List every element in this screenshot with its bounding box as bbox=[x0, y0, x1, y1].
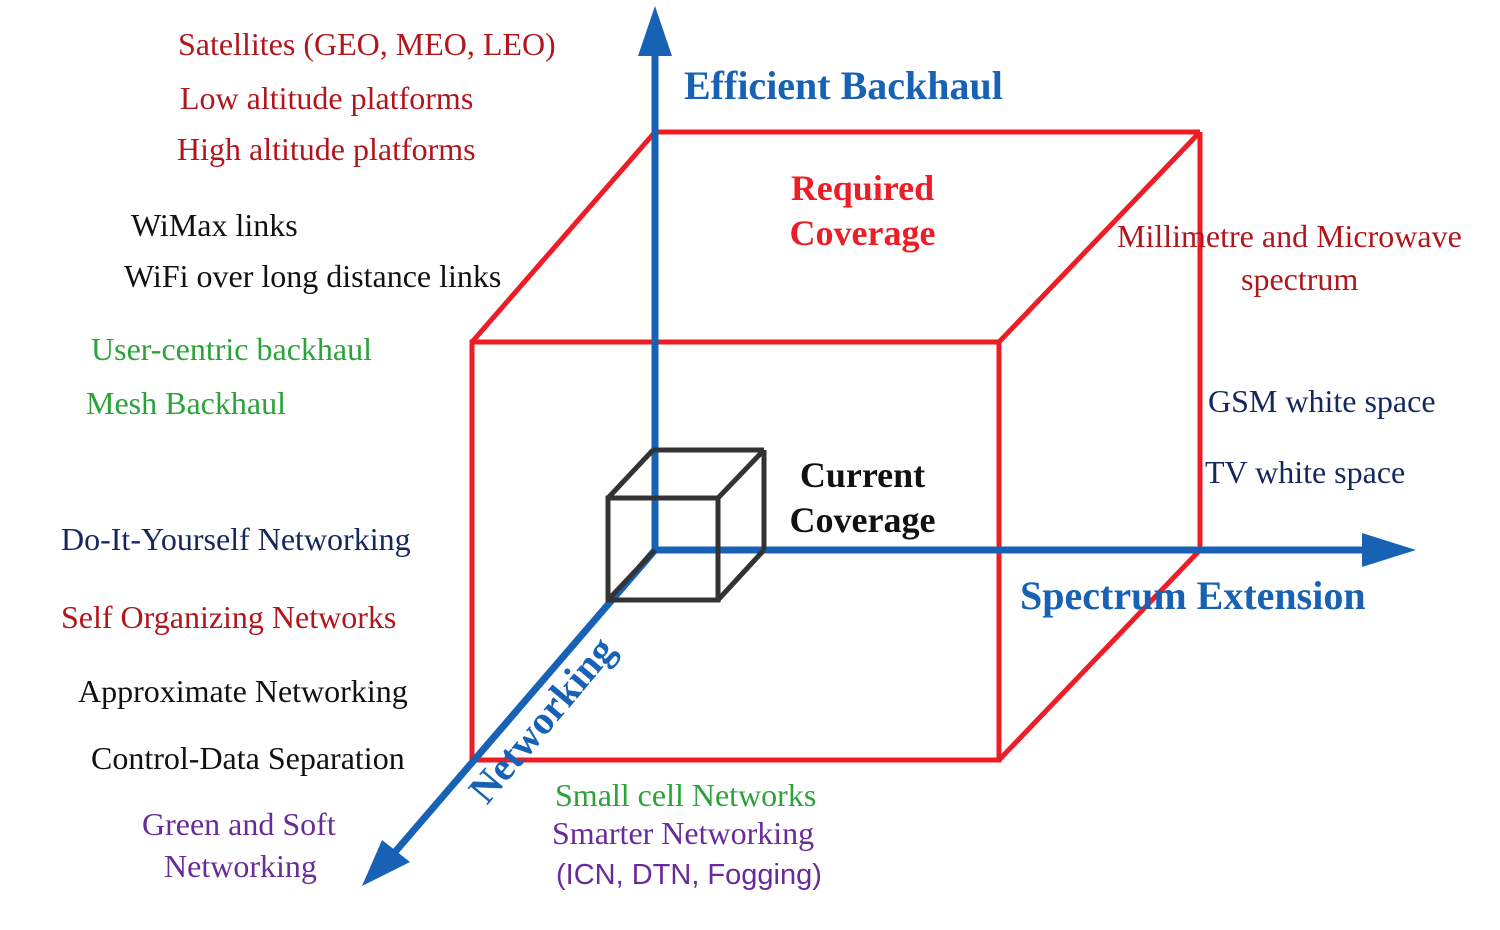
spectrum-extension-axis-label: Spectrum Extension bbox=[1020, 573, 1366, 618]
efficient-backhaul-axis-label: Efficient Backhaul bbox=[684, 63, 1003, 108]
required-coverage-line-2: Coverage bbox=[789, 213, 936, 253]
horizontal-axis-arrowhead bbox=[1362, 533, 1416, 567]
current-cube-edge-top-left bbox=[606, 448, 655, 500]
current-coverage-line-2: Coverage bbox=[789, 500, 936, 540]
backhaul-item-mesh: Mesh Backhaul bbox=[86, 385, 286, 421]
networking-item-small-cell: Small cell Networks bbox=[555, 777, 817, 813]
required-coverage-line-1: Required bbox=[790, 168, 935, 208]
backhaul-item-user-centric: User-centric backhaul bbox=[91, 331, 372, 367]
diagonal-axis-arrowhead bbox=[362, 840, 410, 886]
spectrum-item-gsm-white-space: GSM white space bbox=[1208, 383, 1436, 419]
required-cube-edge-top-left bbox=[470, 130, 657, 344]
current-cube-edge-bottom-right bbox=[716, 548, 766, 602]
current-cube-front-face bbox=[605, 495, 721, 603]
vertical-axis-arrowhead bbox=[638, 6, 672, 56]
networking-item-self-organizing: Self Organizing Networks bbox=[61, 599, 397, 635]
backhaul-item-wifi-long-distance: WiFi over long distance links bbox=[124, 258, 502, 294]
required-coverage-label: Required Coverage bbox=[780, 166, 945, 256]
backhaul-item-high-altitude: High altitude platforms bbox=[177, 131, 476, 167]
backhaul-item-satellites: Satellites (GEO, MEO, LEO) bbox=[178, 26, 556, 62]
required-cube-edge-top-right bbox=[997, 130, 1202, 344]
spectrum-item-spectrum: spectrum bbox=[1241, 261, 1359, 297]
spectrum-item-millimetre: Millimetre and Microwave bbox=[1117, 218, 1462, 254]
current-cube-edge-bottom-left bbox=[606, 548, 657, 602]
networking-item-approximate: Approximate Networking bbox=[78, 673, 408, 709]
current-coverage-cube bbox=[605, 447, 767, 603]
current-cube-edge-top-right bbox=[716, 448, 766, 500]
current-coverage-line-1: Current bbox=[799, 455, 926, 495]
current-coverage-label: Current Coverage bbox=[780, 453, 945, 543]
networking-item-control-data: Control-Data Separation bbox=[91, 740, 405, 776]
required-cube-edge-bottom-right bbox=[997, 548, 1202, 762]
axes bbox=[362, 6, 1416, 886]
backhaul-item-wimax: WiMax links bbox=[131, 207, 298, 243]
networking-item-diy: Do-It-Yourself Networking bbox=[61, 521, 411, 557]
networking-item-smarter: Smarter Networking bbox=[552, 815, 815, 851]
networking-item-green-soft-line2: Networking bbox=[164, 848, 317, 884]
networking-item-icn-dtn-fogging: (ICN, DTN, Fogging) bbox=[556, 859, 822, 891]
spectrum-item-tv-white-space: TV white space bbox=[1205, 454, 1406, 490]
backhaul-item-low-altitude: Low altitude platforms bbox=[180, 80, 474, 116]
networking-item-green-soft: Green and Soft bbox=[142, 806, 336, 842]
